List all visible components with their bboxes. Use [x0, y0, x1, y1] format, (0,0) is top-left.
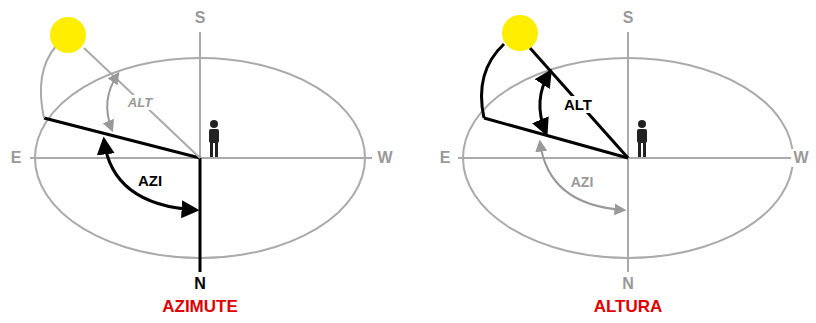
angle-label: AZI	[136, 172, 164, 189]
compass-label: S	[621, 9, 636, 27]
compass-label: E	[9, 149, 24, 167]
angle-label: AZI	[569, 174, 596, 190]
panel-title: ALTURA	[592, 297, 665, 316]
compass-label: N	[620, 275, 636, 293]
angle-label: ALT	[126, 95, 154, 110]
compass-label: W	[791, 149, 810, 167]
altitude-panel	[458, 15, 793, 272]
compass-label: S	[193, 9, 208, 27]
angle-label: ALT	[562, 96, 594, 113]
compass-label: E	[438, 149, 453, 167]
panel-title: AZIMUTE	[160, 297, 240, 316]
azimuth-panel	[30, 17, 372, 272]
compass-label: W	[375, 149, 394, 167]
compass-label: N	[192, 275, 208, 293]
